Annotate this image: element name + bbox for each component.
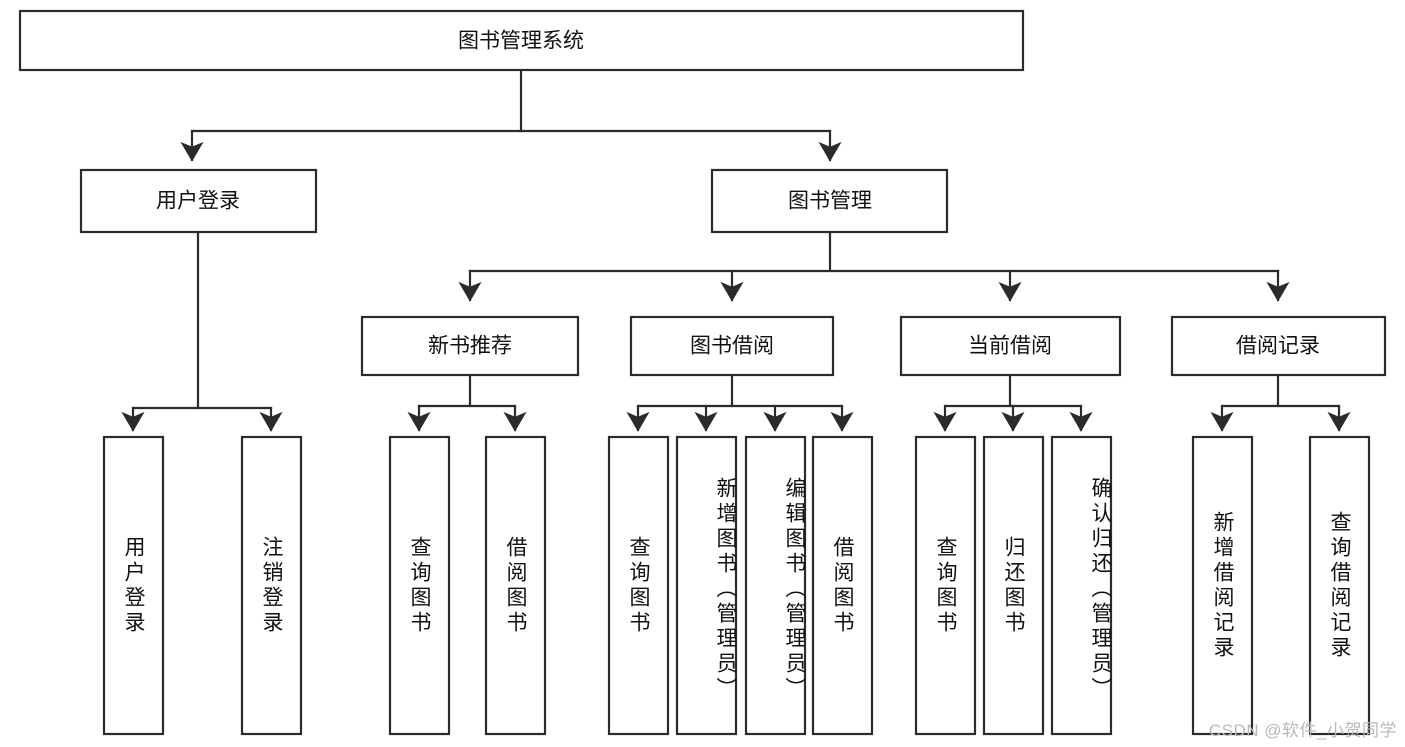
node-user-login[interactable]: 用户登录 — [79, 168, 318, 234]
leaf-box-query-book-1[interactable] — [388, 435, 451, 736]
node-book-management[interactable]: 图书管理 — [710, 168, 949, 234]
leaf-box-borrow-book-2[interactable] — [811, 435, 874, 736]
node-new-book-recommend[interactable]: 新书推荐 — [360, 315, 580, 377]
node-borrow-record-label: 借阅记录 — [1236, 335, 1320, 358]
node-book-management-label: 图书管理 — [788, 190, 872, 213]
leaf-box-query-borrow-record[interactable] — [1308, 435, 1371, 736]
node-root-label: 图书管理系统 — [458, 30, 584, 53]
node-current-borrow-label: 当前借阅 — [968, 335, 1052, 358]
node-new-book-recommend-label: 新书推荐 — [428, 335, 512, 358]
leaf-box-confirm-return-admin[interactable] — [1050, 435, 1113, 736]
node-root-system[interactable]: 图书管理系统 — [18, 9, 1025, 72]
node-borrow-record[interactable]: 借阅记录 — [1170, 315, 1387, 377]
leaf-box-query-book-2[interactable] — [607, 435, 670, 736]
node-book-borrow[interactable]: 图书借阅 — [629, 315, 835, 377]
leaf-box-logout[interactable] — [240, 435, 303, 736]
connector-book-manage-to-level3 — [458, 230, 1290, 302]
leaf-box-borrow-book-1[interactable] — [484, 435, 547, 736]
connector-borrow-record-to-leaves — [1210, 373, 1351, 432]
connector-book-borrow-to-leaves — [626, 373, 854, 432]
leaf-box-add-book-admin[interactable] — [675, 435, 738, 736]
leaf-box-query-book-3[interactable] — [914, 435, 977, 736]
leaf-box-return-book[interactable] — [982, 435, 1045, 736]
node-book-borrow-label: 图书借阅 — [690, 335, 774, 358]
node-current-borrow[interactable]: 当前借阅 — [899, 315, 1122, 377]
node-user-login-label: 用户登录 — [156, 190, 240, 213]
leaf-box-user-login[interactable] — [102, 435, 165, 736]
connector-user-login-to-leaves — [121, 230, 283, 432]
connector-new-book-to-leaves — [407, 373, 527, 432]
connector-root-to-level2 — [180, 68, 842, 162]
csdn-watermark: CSDN @软件_小贺同学 — [1208, 721, 1397, 740]
leaf-box-edit-book-admin[interactable] — [744, 435, 807, 736]
leaf-box-add-borrow-record[interactable] — [1191, 435, 1254, 736]
connector-current-borrow-to-leaves — [933, 373, 1093, 432]
